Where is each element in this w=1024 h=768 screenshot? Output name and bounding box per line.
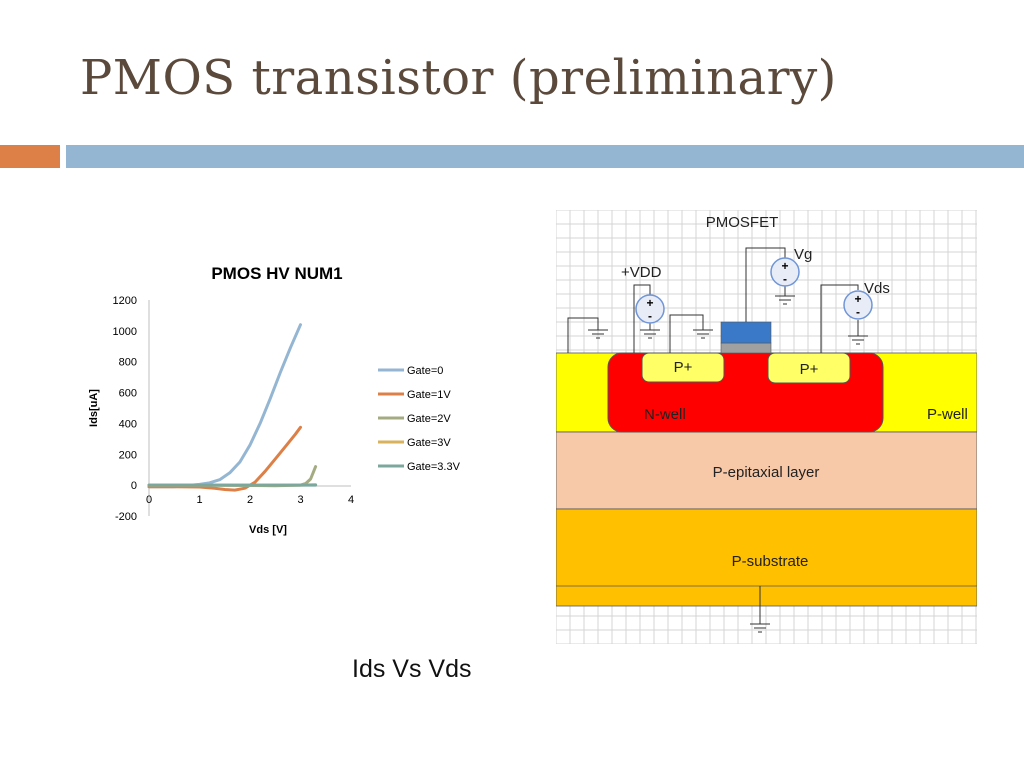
legend-label: Gate=1V	[407, 389, 451, 401]
accent-bar-blue	[66, 145, 1024, 168]
diagram-title: PMOSFET	[706, 214, 779, 231]
vg-source-minus: -	[783, 272, 787, 286]
gate-electrode	[720, 321, 772, 344]
vds-source-minus: -	[856, 305, 860, 319]
chart-title: PMOS HV NUM1	[211, 264, 342, 283]
y-tick-label: 800	[119, 357, 137, 369]
legend-label: Gate=2V	[407, 413, 451, 425]
y-tick-label: 1200	[113, 295, 137, 307]
y-tick-label: 400	[119, 418, 137, 430]
vds-label: Vds	[864, 280, 890, 297]
ids-vds-chart: PMOS HV NUM1 -200 0 200 400 600 800 1000 1200 0…	[88, 264, 461, 536]
slide-title: PMOS transistor (preliminary)	[80, 50, 837, 106]
x-tick-label: 3	[297, 494, 303, 506]
p-substrate-label: P-substrate	[732, 553, 809, 570]
y-tick-label: 0	[131, 480, 137, 492]
pmosfet-cross-section: + - + - + - PMOSFET +VDD Vg Vds P+ P+ N-…	[556, 210, 977, 644]
p-well-label: P-well	[927, 406, 968, 423]
y-axis-label: Ids[uA]	[88, 389, 100, 427]
x-tick-label: 2	[247, 494, 253, 506]
ground-symbols	[588, 286, 868, 633]
vdd-source-minus: -	[648, 309, 652, 323]
vdd-source: + -	[635, 294, 665, 324]
series-line-0	[147, 323, 302, 489]
vg-label: Vg	[794, 246, 812, 263]
series-line-1	[147, 425, 302, 492]
x-tick-label: 4	[348, 494, 354, 506]
y-tick-label: 200	[119, 449, 137, 461]
source-p-plus-label: P+	[674, 359, 693, 376]
source-p-plus-region	[641, 352, 725, 383]
drain-p-plus-region	[767, 352, 851, 384]
y-tick-label: 600	[119, 388, 137, 400]
p-substrate-layer	[556, 508, 977, 607]
legend-label: Gate=0	[407, 365, 443, 377]
drain-p-plus-label: P+	[800, 361, 819, 378]
legend-label: Gate=3.3V	[407, 461, 461, 473]
vds-source-plus: +	[854, 292, 861, 306]
vds-source: + -	[843, 290, 873, 320]
n-well-label: N-well	[644, 406, 686, 423]
x-axis-label: Vds [V]	[249, 524, 287, 536]
legend-label: Gate=3V	[407, 437, 451, 449]
x-tick-label: 0	[146, 494, 152, 506]
x-tick-label: 1	[196, 494, 202, 506]
gate-oxide	[720, 342, 772, 354]
circuit-wires	[567, 247, 859, 624]
vdd-label: +VDD	[621, 264, 662, 281]
figure-caption: Ids Vs Vds	[352, 655, 472, 683]
vg-source: + -	[770, 257, 800, 287]
y-tick-label: 1000	[113, 326, 137, 338]
vdd-source-plus: +	[646, 296, 653, 310]
y-tick-label: -200	[115, 511, 137, 523]
vg-source-plus: +	[781, 259, 788, 273]
p-epitaxial-label: P-epitaxial layer	[713, 464, 820, 481]
accent-bar-orange	[0, 145, 60, 168]
